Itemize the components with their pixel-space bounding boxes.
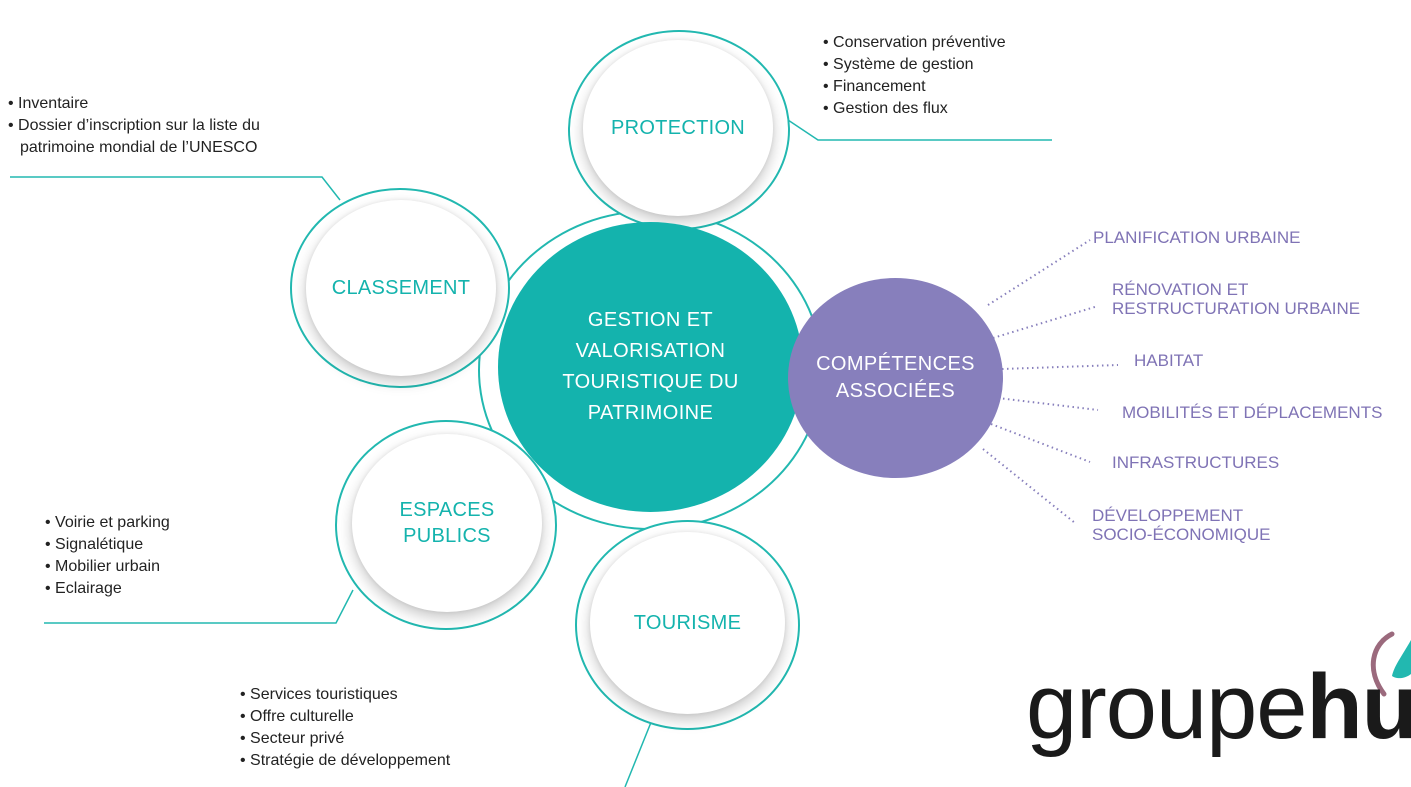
groupehuit-logo: groupehuit [1026,652,1411,762]
list-item: • Système de gestion [823,56,974,73]
competence-developpement: DÉVELOPPEMENT SOCIO-ÉCONOMIQUE [1092,506,1271,544]
protection-leader [787,119,1052,141]
competences-label-2: ASSOCIÉES [835,380,956,402]
list-item: • Secteur privé [240,730,345,747]
list-item: • Offre culturelle [240,708,354,725]
center-label-2: VALORISATION [575,340,726,362]
competence-mobilites: MOBILITÉS ET DÉPLACEMENTS [1122,403,1383,422]
logo-text-bold: huit [1306,656,1411,758]
list-item: • Inventaire [8,95,89,112]
list-item: • Voirie et parking [45,514,170,531]
competence-planification: PLANIFICATION URBAINE [1093,228,1301,247]
espaces-list: • Voirie et parking • Signalétique • Mob… [45,512,170,600]
logo-mark [1370,631,1411,697]
espaces-node: ESPACES PUBLICS [352,434,542,612]
list-item-continuation: patrimoine mondial de l’UNESCO [20,139,258,156]
competence-renovation: RÉNOVATION ET RESTRUCTURATION URBAINE [1112,280,1361,318]
list-item: • Services touristiques [240,686,398,703]
center-label-4: PATRIMOINE [587,402,714,424]
list-item: • Signalétique [45,536,144,553]
protection-label: PROTECTION [610,117,746,139]
protection-list: • Conservation préventive • Système de g… [823,32,1006,120]
center-label-1: GESTION ET [587,309,714,331]
classement-label: CLASSEMENT [331,277,471,299]
tourisme-label: TOURISME [633,612,742,634]
competence-connectors [982,239,1119,524]
list-item: • Stratégie de développement [240,752,451,769]
list-item: • Dossier d’inscription sur la liste du [8,117,260,134]
center-label-3: TOURISTIQUE DU [562,371,739,393]
espaces-leader [44,589,354,624]
competence-infrastructures: INFRASTRUCTURES [1112,453,1280,472]
protection-node: PROTECTION [583,40,773,216]
espaces-label-2: PUBLICS [403,525,491,547]
tourisme-list: • Services touristiques • Offre culturel… [240,684,450,772]
center-node: GESTION ET VALORISATION TOURISTIQUE DU P… [498,222,803,512]
competences-node: COMPÉTENCES ASSOCIÉES [788,278,1003,478]
classement-leader [10,176,341,201]
tourisme-node: TOURISME [590,532,785,714]
classement-list: • Inventaire • Dossier d’inscription sur… [8,93,260,159]
list-item: • Eclairage [45,580,122,597]
list-item: • Conservation préventive [823,34,1006,51]
list-item: • Financement [823,78,926,95]
competences-label-1: COMPÉTENCES [816,353,975,375]
classement-node: CLASSEMENT [306,200,496,376]
logo-text-light: groupe [1026,656,1307,758]
competence-habitat: HABITAT [1134,351,1204,370]
list-item: • Mobilier urbain [45,558,160,575]
list-item: • Gestion des flux [823,100,948,117]
espaces-label-1: ESPACES [399,499,495,521]
